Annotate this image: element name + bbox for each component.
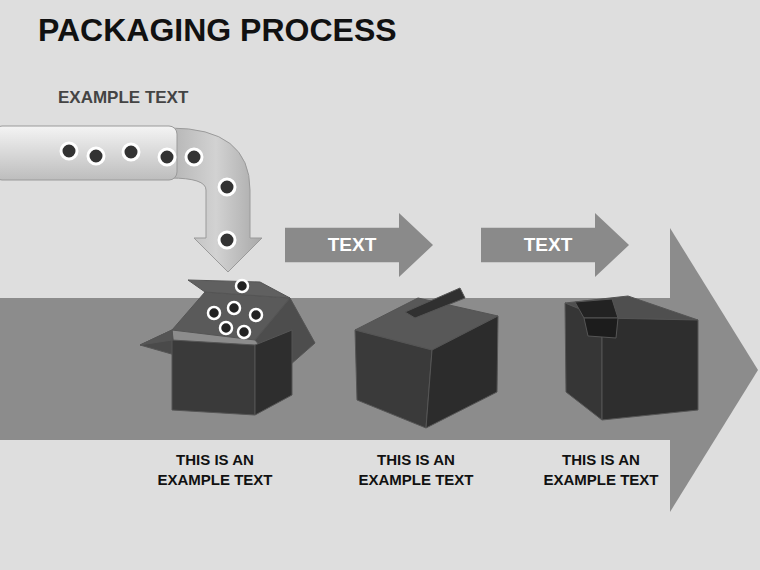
arrow-text: TEXT: [524, 234, 573, 256]
chute: [0, 126, 177, 180]
chute-label: EXAMPLE TEXT: [58, 88, 188, 108]
arrow-fill: [481, 213, 629, 277]
arrow-fill: [285, 213, 433, 277]
falling-items: [208, 280, 262, 338]
step-arrow: TEXT: [481, 213, 629, 277]
step-arrow: TEXT: [285, 213, 433, 277]
arrow-text: TEXT: [328, 234, 377, 256]
step-caption: THIS IS AN EXAMPLE TEXT: [351, 450, 481, 490]
title: PACKAGING PROCESS: [38, 12, 397, 49]
sealed-box: [565, 296, 698, 420]
open-box: [140, 280, 315, 415]
step-caption: THIS IS AN EXAMPLE TEXT: [150, 450, 280, 490]
items: [61, 143, 235, 248]
closing-box: [355, 288, 498, 428]
chute-tube: [170, 128, 262, 272]
process-band: [0, 298, 672, 440]
step-caption: THIS IS AN EXAMPLE TEXT: [536, 450, 666, 490]
